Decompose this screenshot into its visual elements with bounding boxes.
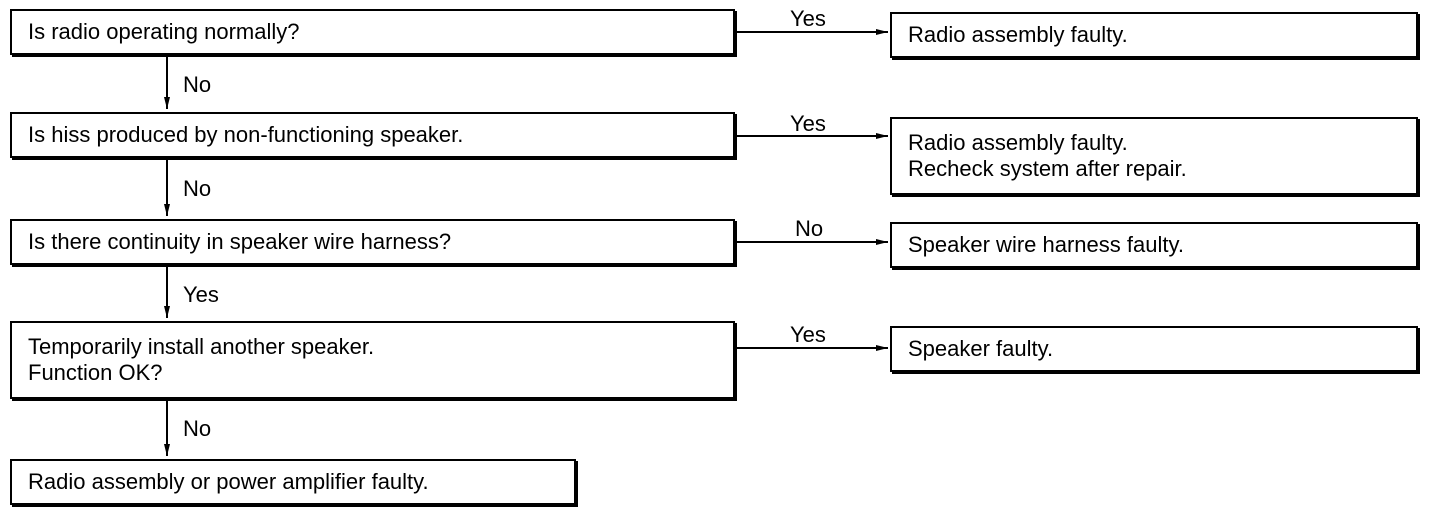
result-text: Radio assembly faulty. <box>908 22 1128 47</box>
result-text: Radio assembly faulty. <box>908 130 1128 155</box>
down-label-3: Yes <box>183 282 219 307</box>
result-text: Speaker wire harness faulty. <box>908 232 1184 257</box>
question-box-radio-operating: Is radio operating normally? <box>10 9 735 55</box>
result-text: Recheck system after repair. <box>908 156 1187 181</box>
question-text: Is radio operating normally? <box>28 19 300 44</box>
result-box-speaker-faulty: Speaker faulty. <box>890 326 1418 372</box>
down-label-1: No <box>183 72 212 97</box>
final-result-box: Radio assembly or power amplifier faulty… <box>10 459 576 505</box>
result-box-harness-faulty: Speaker wire harness faulty. <box>890 222 1418 268</box>
question-text: Temporarily install another speaker. <box>28 334 375 359</box>
question-text: Is there continuity in speaker wire harn… <box>28 229 452 254</box>
branch-label-2: Yes <box>790 111 826 136</box>
branch-label-4: Yes <box>790 322 826 347</box>
result-box-radio-faulty: Radio assembly faulty. <box>890 12 1418 58</box>
question-box-hiss: Is hiss produced by non-functioning spea… <box>10 112 735 158</box>
down-label-4: No <box>183 416 212 441</box>
final-result-text: Radio assembly or power amplifier faulty… <box>28 469 429 494</box>
branch-label-1: Yes <box>790 6 826 31</box>
question-text: Is hiss produced by non-functioning spea… <box>28 122 464 147</box>
result-text: Speaker faulty. <box>908 336 1054 361</box>
branch-label-3: No <box>795 216 824 241</box>
question-text: Function OK? <box>28 360 163 385</box>
question-box-continuity: Is there continuity in speaker wire harn… <box>10 219 735 265</box>
result-box-radio-faulty-recheck: Radio assembly faulty. Recheck system af… <box>890 117 1418 195</box>
down-label-2: No <box>183 176 212 201</box>
question-box-install-speaker: Temporarily install another speaker. Fun… <box>10 321 735 399</box>
